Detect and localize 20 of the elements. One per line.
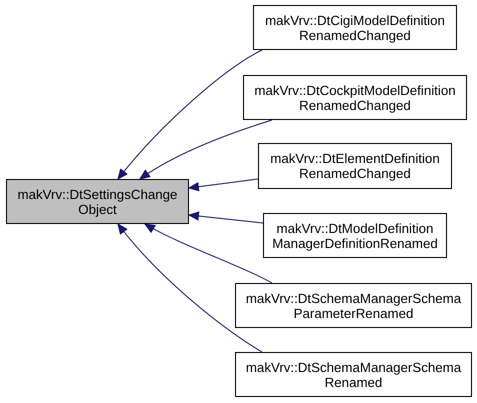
class-name: makVrv::DtSettingsChange Object: [16, 186, 178, 216]
class-box: [258, 143, 452, 189]
class-box: [263, 213, 447, 258]
class-name: makVrv::DtModelDefinition ManagerDefinitionRenamed: [271, 220, 439, 250]
inheritance-arrow: [118, 50, 262, 180]
class-box: [235, 283, 472, 328]
class-name: makVrv::DtSchemaManagerSchema Renamed: [244, 360, 462, 390]
inheritance-arrow: [188, 212, 264, 224]
class-box: [243, 75, 467, 120]
inheritance-arrow: [140, 120, 272, 180]
class-name: makVrv::DtSchemaManagerSchema ParameterRenamed: [244, 290, 462, 320]
inheritance-arrow: [118, 224, 262, 352]
class-name: makVrv::DtCockpitModelDefinition RenamedChanged: [253, 82, 457, 112]
inheritance-arrow: [144, 224, 272, 284]
class-box: [253, 5, 457, 50]
class-box: [235, 352, 472, 397]
base-class-box: [6, 179, 189, 224]
inheritance-arrow: [188, 178, 258, 192]
class-name: makVrv::DtElementDefinition RenamedChanged: [269, 151, 441, 181]
class-name: makVrv::DtCigiModelDefinition RenamedChanged: [264, 12, 446, 42]
